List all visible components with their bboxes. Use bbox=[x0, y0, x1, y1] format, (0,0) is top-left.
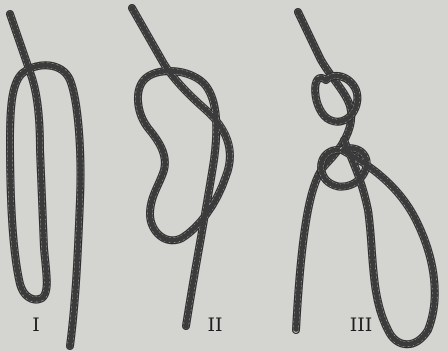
figure-one-numeral: I bbox=[32, 314, 40, 336]
figure-three-completed-knot bbox=[296, 12, 435, 344]
figure-three-numeral: III bbox=[350, 314, 373, 336]
rope-strand-twist bbox=[132, 8, 230, 326]
figure-two-twisted-loop bbox=[132, 8, 230, 326]
rope-strand-twist bbox=[10, 14, 81, 346]
figure-two-numeral: II bbox=[207, 314, 222, 336]
figure-one-bight bbox=[10, 14, 81, 346]
